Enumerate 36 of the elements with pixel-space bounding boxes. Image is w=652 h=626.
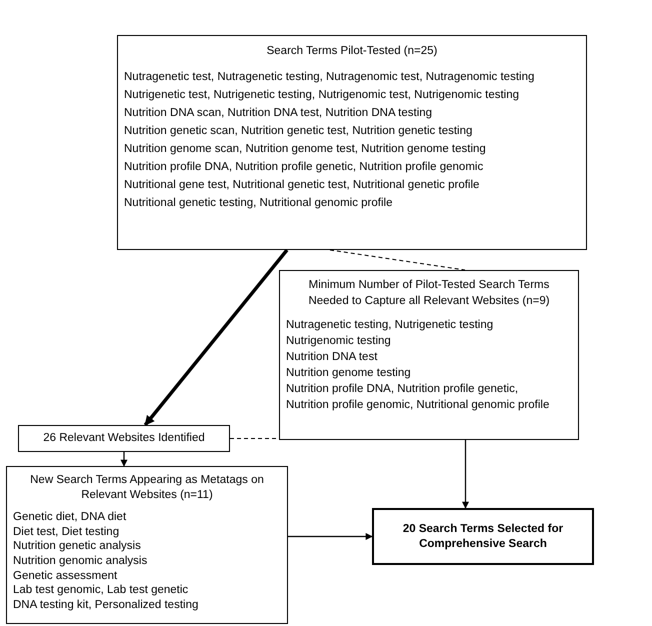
search-term-list: Genetic assessment (13, 568, 281, 584)
box-label: 26 Relevant Websites Identified (43, 431, 205, 446)
search-term-list: Nutrition genome scan, Nutrition genome test, Nutrition genome testing (124, 140, 580, 158)
process-box (279, 270, 579, 440)
search-term-list: Nutrigenetic test, Nutrigenetic testing, Nutrigenomic test, Nutrigenomic testing (124, 86, 580, 104)
search-term-list: Nutrition profile genomic, Nutritional genomic profile (286, 397, 572, 413)
search-term-list: Nutrition genetic scan, Nutrition genetic test, Nutrition genetic testing (124, 122, 580, 140)
box-heading: Minimum Number of Pilot-Tested Search Terms Needed to Capture all Relevant Websites (n=9) (307, 278, 551, 309)
search-term-list: Diet test, Diet testing (13, 524, 281, 540)
search-term-list: Nutrition DNA scan, Nutrition DNA test, Nutrition DNA testing (124, 104, 580, 122)
search-term-list: DNA testing kit, Personalized testing (13, 598, 281, 612)
search-term-list: Nutrition DNA test (286, 349, 572, 365)
search-term-list: Nutrition genome testing (286, 365, 572, 381)
process-box (6, 466, 288, 624)
box-heading: New Search Terms Appearing as Metatags on Relevant Websites (n=11) (29, 473, 265, 502)
search-term-list: Nutrition profile DNA, Nutrition profile genetic, Nutrition profile genomic (124, 158, 580, 176)
search-term-list: Nutritional gene test, Nutritional genetic test, Nutritional genetic profile (124, 176, 580, 194)
result-box (372, 508, 594, 565)
search-term-list: Lab test genomic, Lab test genetic (13, 583, 281, 598)
box-heading: Search Terms Pilot-Tested (n=25) (266, 44, 438, 59)
arrow (120, 452, 128, 467)
search-term-list: Nutrition profile DNA, Nutrition profile genetic, (286, 381, 572, 397)
search-term-list: Nutrition genomic analysis (13, 554, 281, 569)
arrow (144, 248, 288, 426)
connector-line (330, 250, 466, 270)
process-box (117, 35, 587, 250)
arrow (462, 440, 469, 509)
search-term-list: Genetic diet, DNA diet (13, 510, 281, 525)
search-term-list: Nutragenetic testing, Nutrigenetic testing (286, 317, 572, 333)
search-term-list: Nutritional genetic testing, Nutritional genomic profile (124, 194, 580, 212)
search-term-list: Nutragenetic test, Nutragenetic testing, Nutragenomic test, Nutragenomic testing (124, 68, 580, 86)
search-term-list: Nutrition genetic analysis (13, 539, 281, 554)
process-box (18, 425, 230, 452)
box-label: 20 Search Terms Selected for Comprehensive Search (402, 522, 564, 552)
search-term-list: Nutrigenomic testing (286, 333, 572, 349)
arrow (288, 533, 373, 540)
